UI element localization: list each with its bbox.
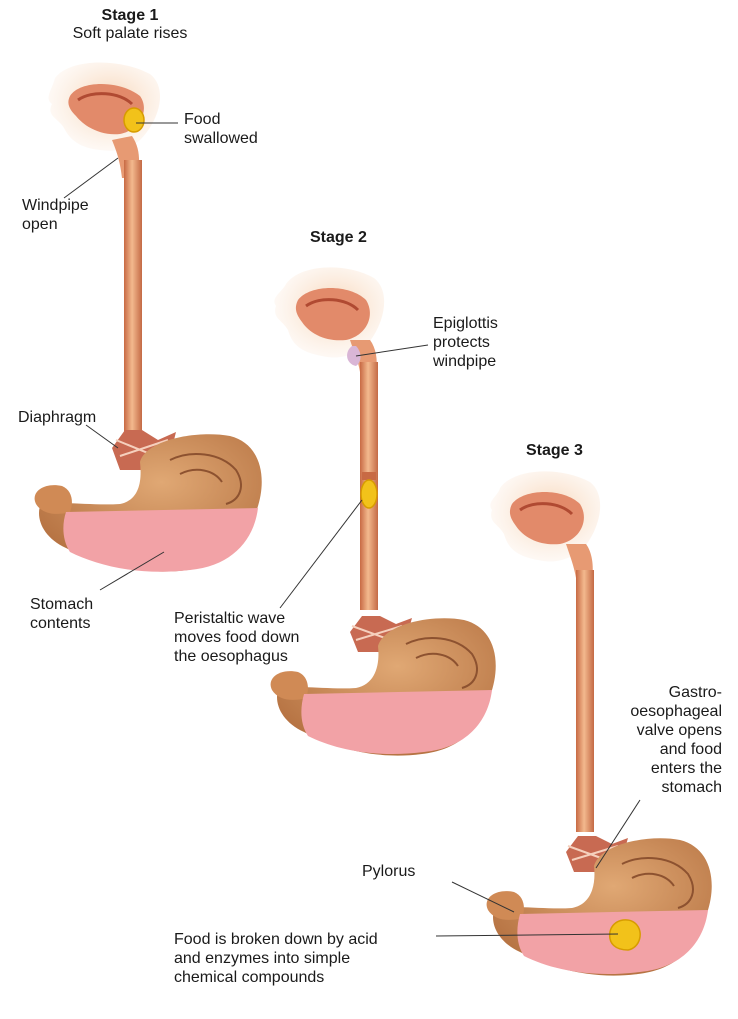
- stage3-food-mass: [610, 920, 640, 950]
- stage2-title: Stage 2: [310, 228, 367, 247]
- stage2-food-bolus: [361, 480, 377, 508]
- label-food-broken-down: Food is broken down by acid and enzymes …: [174, 930, 378, 987]
- stage1-oesophagus: [124, 160, 142, 442]
- stage1-title: Stage 1: [70, 6, 190, 25]
- leader-diaphragm: [86, 425, 118, 448]
- label-food-swallowed: Food swallowed: [184, 110, 258, 148]
- stage1-subtitle: Soft palate rises: [30, 24, 230, 43]
- label-gastro-valve: Gastro- oesophageal valve opens and food…: [606, 683, 722, 797]
- stage3-oesophagus: [576, 570, 594, 832]
- label-diaphragm: Diaphragm: [18, 408, 96, 427]
- stage3-pylorus: [487, 891, 524, 920]
- stage3-title: Stage 3: [526, 441, 583, 460]
- leader-peristaltic: [280, 500, 362, 608]
- stage1-contents: [63, 508, 258, 572]
- label-epiglottis: Epiglottis protects windpipe: [433, 314, 498, 371]
- label-stomach-contents: Stomach contents: [30, 595, 93, 633]
- stage1-food-bolus: [124, 108, 144, 132]
- stage2-contents: [301, 690, 492, 754]
- stage2-pylorus: [271, 671, 308, 700]
- leader-windpipe: [64, 158, 118, 198]
- label-pylorus: Pylorus: [362, 862, 415, 881]
- label-windpipe-open: Windpipe open: [22, 196, 89, 234]
- label-peristaltic-wave: Peristaltic wave moves food down the oes…: [174, 609, 299, 666]
